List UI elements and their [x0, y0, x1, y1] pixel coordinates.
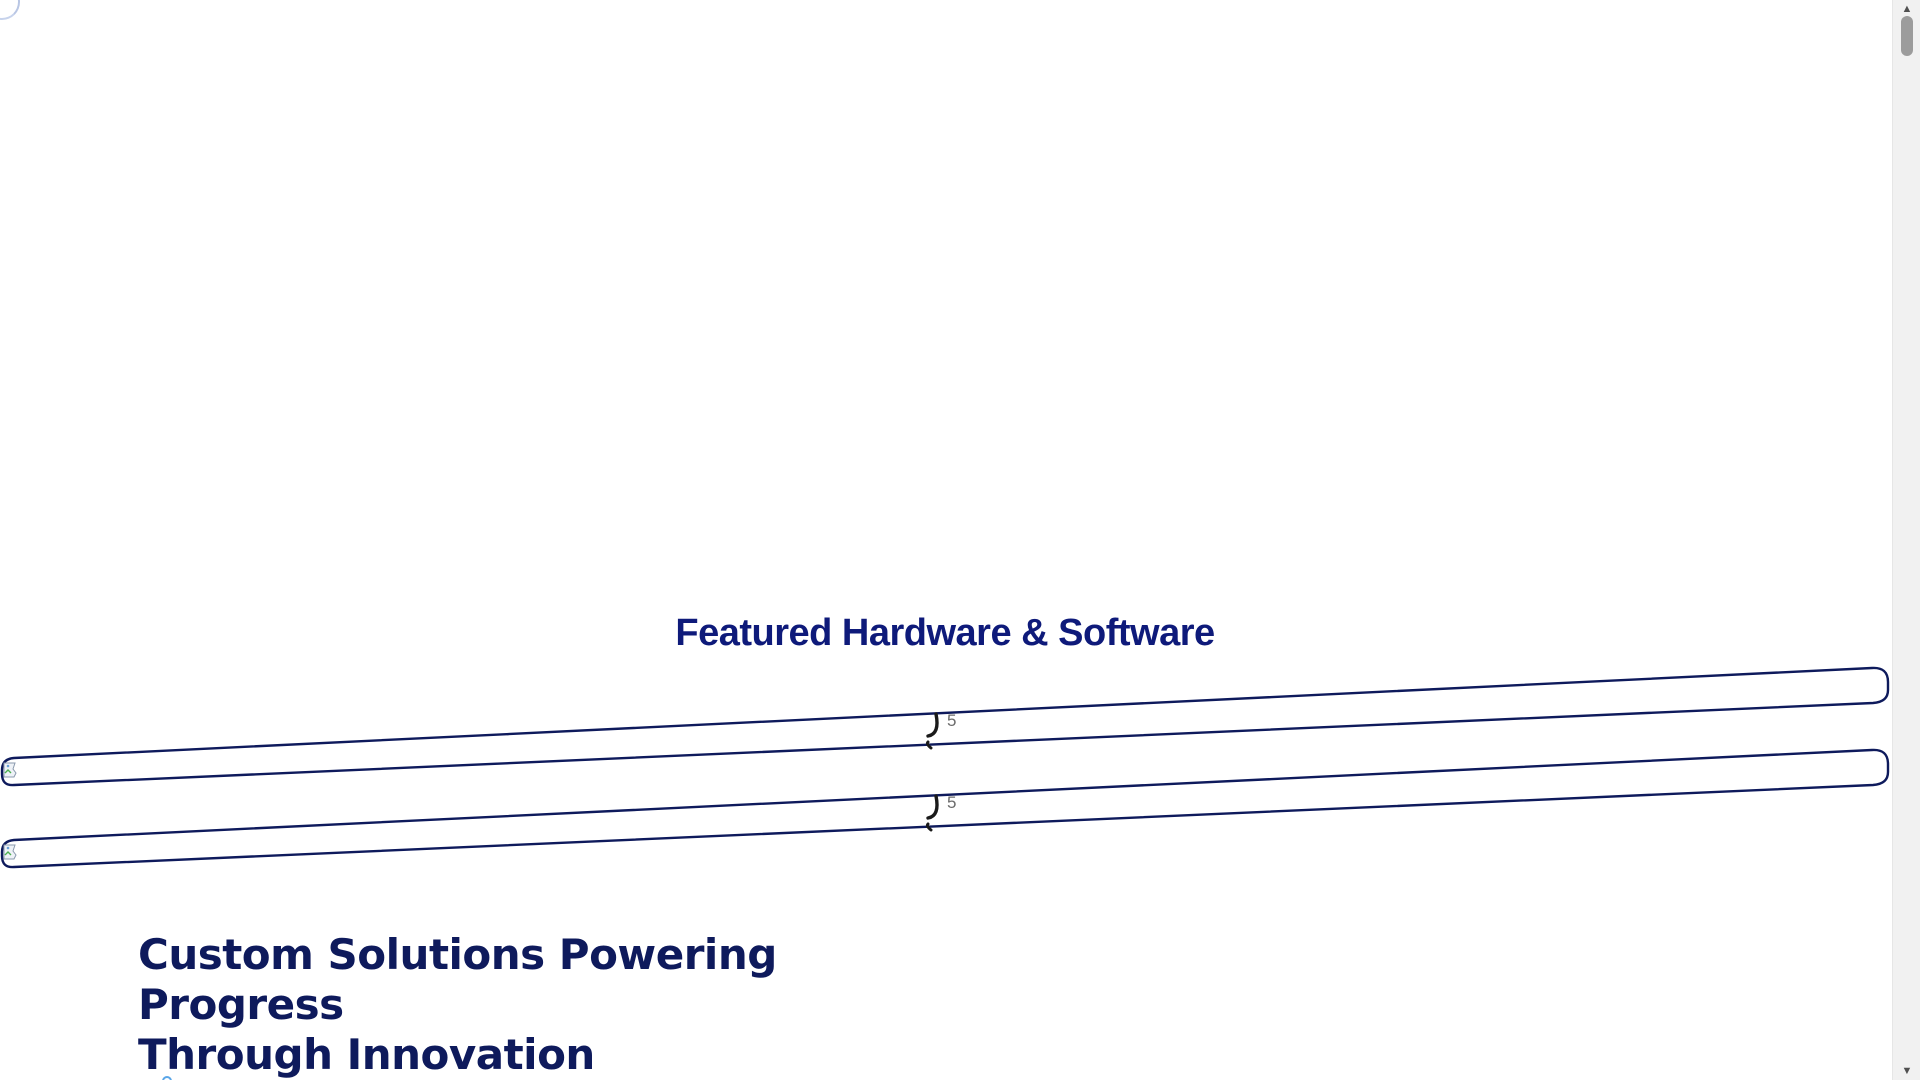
loading-spinner-icon [0, 0, 20, 20]
carousel-track-2[interactable] [0, 748, 1890, 869]
scrollbar-thumb[interactable] [1901, 16, 1913, 56]
featured-carousel[interactable] [0, 650, 1892, 870]
vertical-scrollbar[interactable]: ▲ ▼ [1892, 0, 1920, 1080]
carousel-2-counter: 5 [947, 793, 957, 812]
carousel-track-outline [0, 748, 1890, 869]
carousel-spinner-arc [926, 794, 939, 820]
featured-section-title: Featured Hardware & Software [675, 612, 1215, 654]
carousel-spinner-tick [925, 822, 933, 832]
solutions-title-line-2: Through Innovation [138, 1030, 595, 1079]
carousel-1-counter: 5 [947, 711, 957, 730]
carousel-track-1[interactable] [0, 666, 1890, 787]
solutions-section-title: Custom Solutions Powering Progress Throu… [138, 930, 898, 1080]
solutions-title-line-1: Custom Solutions Powering Progress [138, 930, 777, 1029]
broken-image-icon [3, 844, 17, 860]
carousel-spinner-arc [926, 712, 939, 738]
carousel-track-outline [0, 666, 1890, 787]
scroll-down-arrow-icon[interactable]: ▼ [1901, 1065, 1913, 1077]
section-icon [162, 1076, 172, 1080]
scroll-up-arrow-icon[interactable]: ▲ [1901, 3, 1913, 15]
broken-image-icon [3, 762, 17, 778]
carousel-spinner-tick [925, 740, 933, 750]
